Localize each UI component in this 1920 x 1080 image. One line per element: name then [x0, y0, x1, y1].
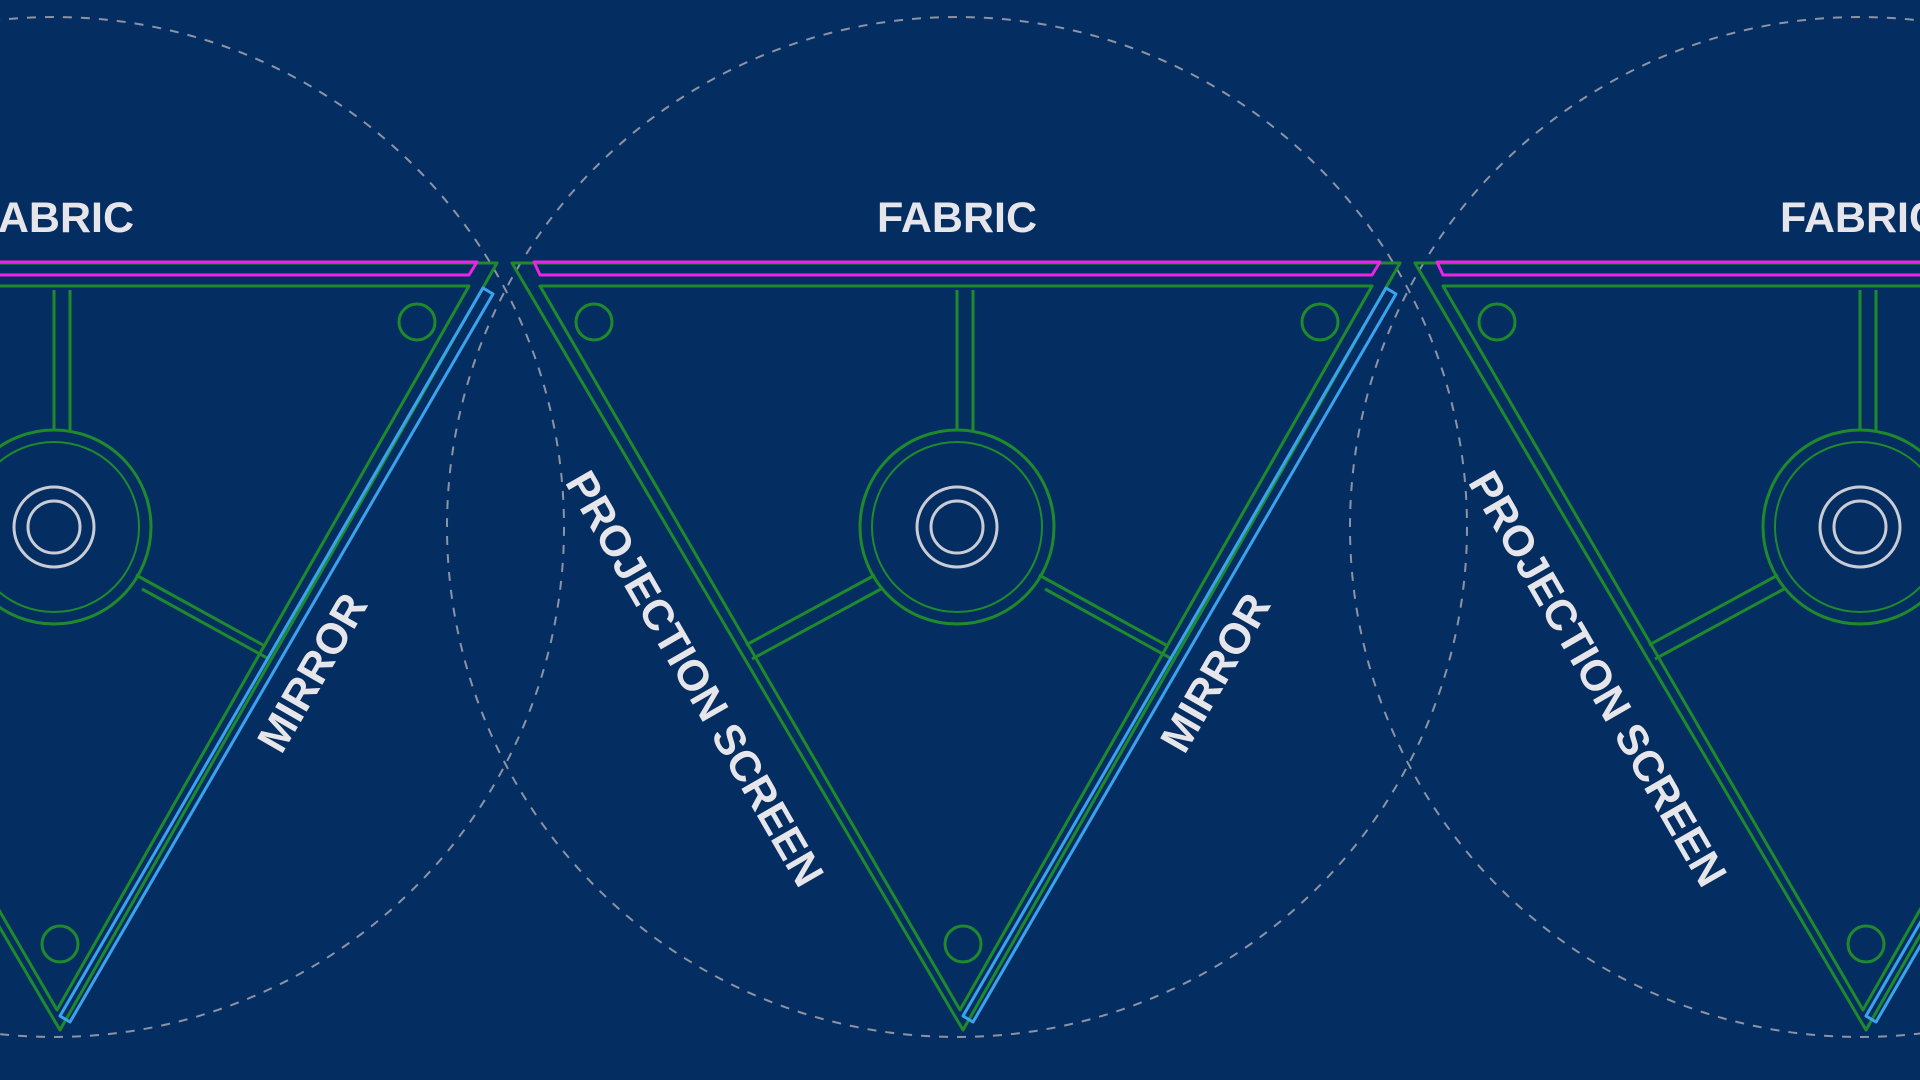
corner-knuckle	[40, 924, 80, 964]
spoke-pair	[141, 587, 270, 661]
hub-bushing-outer	[915, 485, 999, 569]
spoke	[1038, 573, 1167, 647]
hub-bushing-inner	[26, 499, 82, 555]
fabric-label: FABRIC	[1780, 194, 1920, 242]
hub-ring-inner	[871, 441, 1043, 613]
hub-bushing-inner	[1832, 499, 1888, 555]
spoke	[745, 573, 876, 647]
fabric-label: FABRIC	[877, 194, 1037, 242]
corner-knuckle	[943, 924, 983, 964]
fabric-strip	[532, 260, 1382, 277]
corner-knuckle	[1477, 302, 1517, 342]
corner-knuckle	[1846, 924, 1886, 964]
rotation-circle	[1349, 16, 1920, 1038]
frame-inner	[538, 284, 1374, 1012]
fabric-label: FABRIC	[0, 194, 134, 242]
spoke	[135, 573, 264, 647]
hub-bushing-inner	[929, 499, 985, 555]
hub-ring-inner	[0, 441, 140, 613]
rotation-circle	[446, 16, 1468, 1038]
corner-knuckle	[1300, 302, 1340, 342]
spoke	[1648, 573, 1779, 647]
mirror-strip	[1864, 920, 1920, 1024]
hub-bushing-outer	[12, 485, 96, 569]
hub-ring-inner	[1774, 441, 1920, 613]
mirror-strip	[961, 286, 1398, 1024]
corner-knuckle	[574, 302, 614, 342]
hub-bushing-outer	[1818, 485, 1902, 569]
frame-inner	[0, 284, 471, 1012]
fabric-strip	[1435, 260, 1920, 277]
fabric-strip	[0, 260, 479, 277]
frame-inner	[1441, 284, 1920, 1012]
spoke-pair	[1654, 587, 1785, 661]
mirror-strip	[58, 286, 495, 1024]
spoke-pair	[1044, 587, 1173, 661]
spoke-pair	[751, 587, 882, 661]
corner-knuckle	[397, 302, 437, 342]
rotation-circle	[0, 16, 565, 1038]
